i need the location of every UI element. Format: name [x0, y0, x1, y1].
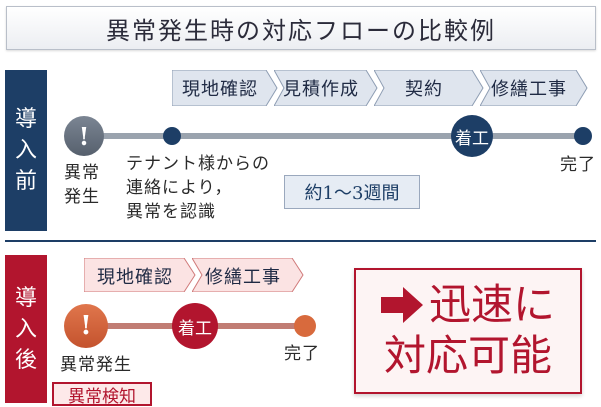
page-title: 異常発生時の対応フローの比較例 — [6, 6, 596, 50]
result-callout: 迅速に 対応可能 — [354, 268, 582, 394]
after-occurrence-text: 異常発生 — [60, 355, 132, 375]
step-label: 契約 — [405, 79, 443, 100]
before-alert-icon: ! — [64, 116, 104, 156]
before-contact-dot — [163, 127, 181, 145]
result-line-1: 迅速に — [380, 280, 555, 330]
after-detection-badge: 異常検知 — [52, 382, 152, 407]
right-arrow-icon — [380, 287, 423, 323]
before-start-marker: 着工 — [451, 115, 493, 157]
before-steps: 現地確認 見積作成 契約 修繕工事 — [172, 70, 588, 106]
before-step-repair: 修繕工事 — [480, 70, 588, 106]
side-label-char: 入 — [14, 316, 37, 342]
after-step-repair: 修繕工事 — [192, 258, 304, 294]
text-line: テナント様からの — [126, 154, 270, 174]
after-end-dot — [294, 315, 316, 337]
section-divider — [5, 240, 596, 242]
before-step-contract: 契約 — [374, 70, 484, 106]
before-step-site-check: 現地確認 — [172, 70, 278, 106]
side-label-before: 導 入 前 — [5, 70, 47, 231]
side-label-after: 導 入 後 — [5, 255, 47, 403]
side-label-char: 前 — [14, 169, 37, 194]
side-label-char: 導 — [14, 285, 37, 311]
after-steps: 現地確認 修繕工事 — [84, 258, 304, 294]
text-line: 異常 — [64, 163, 100, 183]
side-label-char: 導 — [14, 107, 37, 132]
before-step-estimate: 見積作成 — [274, 70, 378, 106]
after-start-marker: 着工 — [172, 303, 218, 349]
before-timeline-line — [96, 133, 582, 139]
before-occurrence-text: 異常 発生 — [64, 161, 100, 209]
result-text-2: 対応可能 — [383, 331, 552, 380]
before-end-dot — [574, 127, 592, 145]
result-text-1: 迅速に — [428, 280, 555, 329]
after-step-site-check: 現地確認 — [84, 258, 196, 294]
before-contact-text: テナント様からの 連絡により， 異常を認識 — [126, 152, 270, 224]
after-end-label: 完了 — [284, 344, 320, 364]
step-label: 現地確認 — [182, 79, 258, 100]
before-end-label: 完了 — [560, 155, 596, 175]
step-label: 見積作成 — [283, 79, 359, 100]
step-label: 修繕工事 — [205, 267, 281, 288]
before-duration-badge: 約1～3週間 — [284, 175, 420, 209]
step-label: 現地確認 — [97, 267, 173, 288]
side-label-char: 後 — [14, 347, 37, 373]
after-alert-icon: ! — [64, 304, 108, 348]
text-line: 異常を認識 — [126, 202, 216, 222]
side-label-char: 入 — [14, 138, 37, 163]
step-label: 修繕工事 — [491, 79, 567, 100]
text-line: 発生 — [64, 187, 100, 207]
text-line: 連絡により， — [126, 178, 233, 198]
